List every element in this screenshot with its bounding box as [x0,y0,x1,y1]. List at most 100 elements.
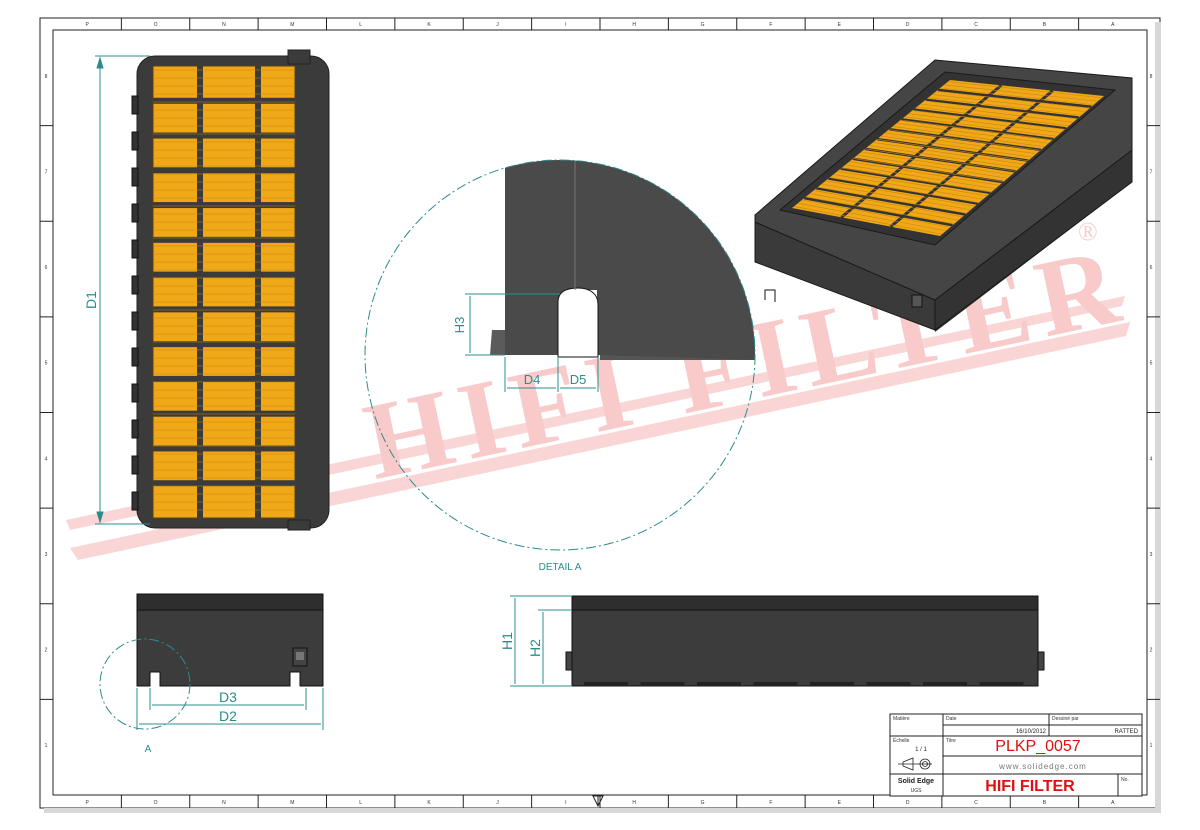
filter-media-grid [153,66,295,518]
iso-pleat [845,164,996,190]
dimension-d4-d5-h3 [465,293,599,392]
iso-pleat [865,148,1016,172]
side-lug [131,275,139,295]
border-zone-ticks [40,18,1160,808]
title-block [889,713,1143,797]
iso-rib-short [828,177,979,205]
iso-rib-long [840,84,1003,219]
iso-pleat [793,206,943,235]
dimension-d5-label: D5 [570,372,587,387]
iso-pleat [920,103,1074,123]
iso-pleat [936,90,1090,109]
iso-rib-short [889,127,1042,152]
iso-rib-short [816,187,966,216]
iso-rib-short [937,88,1092,109]
cad-brand: Solid Edge [898,778,934,785]
zone-label-bottom: O [154,800,158,806]
iso-pleat [940,87,1094,106]
grid-rib-horizontal [153,271,295,278]
side-lug [131,131,139,151]
zone-label-bottom: B [1043,800,1047,806]
iso-pleat [884,132,1037,155]
iso-pleat [801,199,951,228]
side-lug [131,203,139,223]
zone-label-bottom: L [359,800,362,806]
iso-pleat [809,193,959,221]
zone-label-top: N [222,22,226,28]
iso-rib-long [889,89,1054,228]
iso-rib-short [803,196,953,227]
iso-pleat [849,161,1000,186]
iso-pleat [837,170,988,197]
isometric-view [754,59,1133,332]
side-foot [753,682,798,686]
side-foot [584,682,628,686]
zone-label-top: A [1111,22,1115,28]
zone-label-right: 3 [1150,552,1153,558]
zone-label-top: B [1043,22,1047,28]
iso-pleat [821,183,971,211]
brand-name: HIFI FILTER [985,778,1075,795]
zone-label-right: 5 [1150,361,1153,367]
iso-pleat [872,142,1025,165]
iso-pleat [880,135,1033,158]
side-lug [131,455,139,475]
iso-pleat [825,180,975,207]
zone-label-top: C [974,22,978,28]
iso-pleat [833,174,984,200]
zone-label-right: 7 [1150,169,1153,175]
zone-label-bottom: C [974,800,978,806]
iso-pleat [932,94,1086,113]
zone-label-top: O [154,22,158,28]
grid-rib-horizontal [153,236,295,243]
dimension-h1-h2 [510,595,572,687]
side-foot [866,682,911,686]
iso-pleat [861,151,1012,176]
iso-pleat [900,119,1053,141]
zone-label-right: 1 [1150,743,1153,749]
zone-label-bottom: D [906,800,910,806]
zone-label-top: H [632,22,636,28]
side-view-feet [584,682,1024,686]
watermark-registered-mark: ® [1078,217,1098,246]
side-lug [131,311,139,331]
dimension-d3-label: D3 [219,689,237,705]
zone-label-top: K [427,22,431,28]
zone-label-left: 8 [45,74,48,80]
dimension-h2-label: H2 [527,639,543,657]
iso-rib-short [840,167,991,195]
zone-label-left: 2 [45,648,48,654]
dimension-d1-label: D1 [83,291,99,309]
zone-label-left: 1 [45,743,48,749]
iso-pleat [853,158,1004,183]
iso-pleat [813,190,963,218]
zone-label-bottom: E [838,800,842,806]
zone-label-top: F [769,22,772,28]
grid-rib-horizontal [153,375,295,382]
zone-label-left: 6 [45,265,48,271]
iso-pleat [888,129,1041,151]
grid-rib-horizontal [153,132,295,139]
front-view [136,593,324,687]
iso-pleat [805,196,955,225]
grid-rib-horizontal [153,480,295,487]
iso-pleat [876,138,1029,162]
iso-pleat [829,177,979,204]
zone-label-bottom: A [1111,800,1115,806]
checked-by-value: RATTED [1114,729,1138,735]
zone-label-bottom: K [427,800,431,806]
iso-pleat [947,81,1102,99]
zone-label-bottom: G [701,800,705,806]
zone-label-right: 6 [1150,265,1153,271]
iso-pleat [912,110,1066,130]
side-foot [810,682,854,686]
iso-rib-short [852,157,1004,184]
iso-pleat [928,97,1082,116]
label-date: Date [946,716,957,722]
iso-rib-short [913,108,1067,130]
label-scale: Échelle [893,737,910,744]
zone-label-right: 4 [1150,456,1153,462]
projection-symbol-icon [898,757,932,771]
zone-label-left: 5 [45,361,48,367]
